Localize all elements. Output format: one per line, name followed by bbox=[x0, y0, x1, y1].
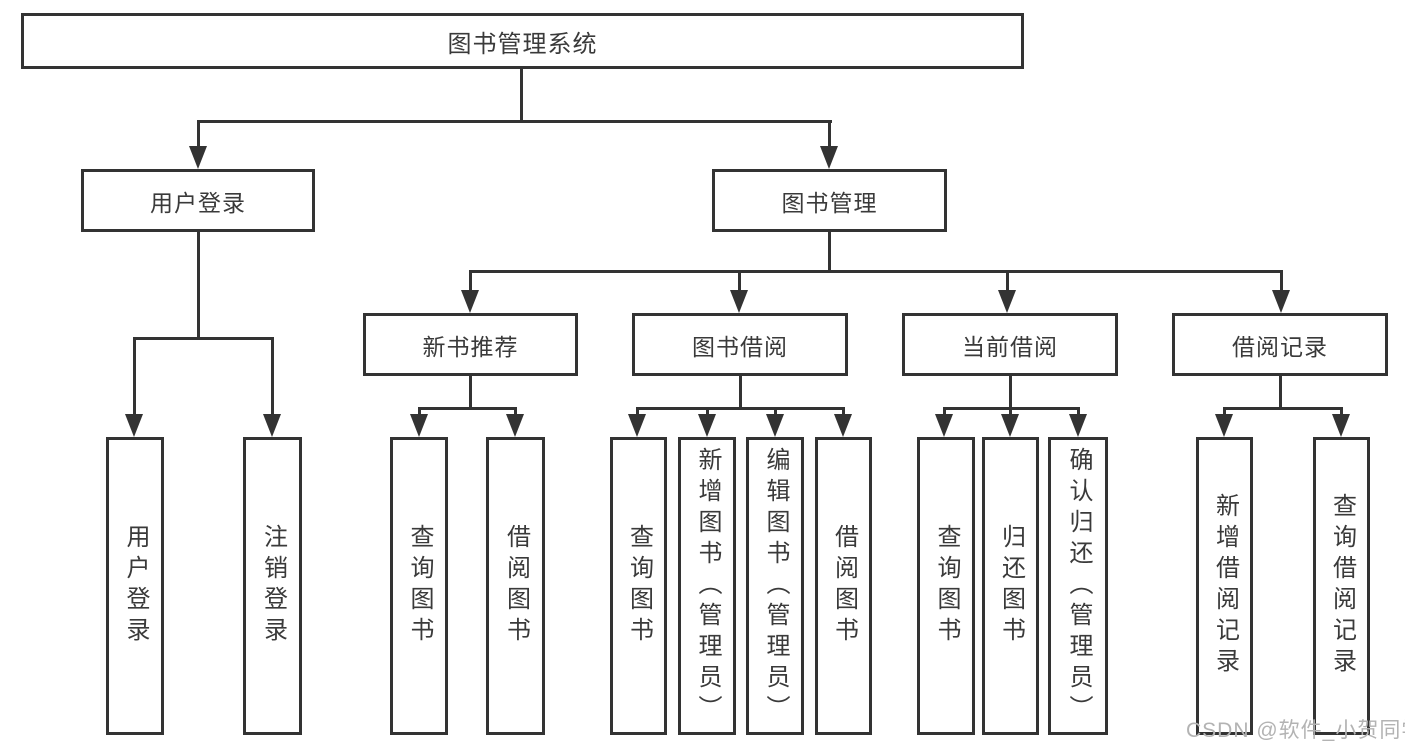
arrow-to-bb-edit-books bbox=[766, 409, 784, 437]
node-book-management-label: 图书管理 bbox=[781, 189, 878, 216]
arrow-to-br-query-record bbox=[1332, 409, 1350, 437]
connector-cb-stem bbox=[1009, 376, 1012, 410]
node-logout-action: 注销登录 bbox=[243, 437, 302, 735]
node-bb-query-books-label: 查询图书 bbox=[625, 524, 653, 648]
connector-nbr-stem bbox=[469, 376, 472, 410]
connector-book-mgmt-rail bbox=[469, 270, 1283, 273]
connector-user-login-rail bbox=[133, 337, 274, 340]
node-bb-borrow-books: 借阅图书 bbox=[815, 437, 872, 735]
node-borrowing-records: 借阅记录 bbox=[1172, 313, 1388, 376]
node-logout-action-label: 注销登录 bbox=[259, 524, 287, 648]
node-nbr-borrow-books-label: 借阅图书 bbox=[502, 524, 530, 648]
node-br-add-record-label: 新增借阅记录 bbox=[1211, 493, 1239, 679]
node-nbr-query-books-label: 查询图书 bbox=[406, 524, 433, 648]
node-book-borrowing-label: 图书借阅 bbox=[692, 333, 788, 360]
node-bb-add-books: 新增图书（管理员） bbox=[678, 437, 736, 735]
node-bb-add-books-label: 新增图书（管理员） bbox=[694, 446, 721, 726]
arrow-to-book-borrowing bbox=[730, 272, 748, 313]
node-book-borrowing: 图书借阅 bbox=[632, 313, 848, 376]
arrow-to-borrowing-records bbox=[1272, 272, 1290, 313]
arrow-to-bb-borrow-books bbox=[834, 409, 852, 437]
arrow-to-cb-return-books bbox=[1001, 409, 1019, 437]
connector-root-rail bbox=[197, 120, 832, 123]
connector-book-mgmt-stem bbox=[828, 232, 831, 272]
node-cb-return-books-label: 归还图书 bbox=[997, 524, 1025, 648]
arrow-to-new-book-recommend bbox=[461, 272, 479, 313]
node-bb-query-books: 查询图书 bbox=[610, 437, 667, 735]
connector-nbr-rail bbox=[418, 407, 517, 410]
node-user-login-label: 用户登录 bbox=[150, 189, 246, 216]
node-current-borrowing: 当前借阅 bbox=[902, 313, 1118, 376]
node-cb-confirm-return-label: 确认归还（管理员） bbox=[1065, 446, 1092, 726]
connector-bb-stem bbox=[739, 376, 742, 410]
node-cb-confirm-return: 确认归还（管理员） bbox=[1048, 437, 1108, 735]
node-br-add-record: 新增借阅记录 bbox=[1196, 437, 1253, 735]
connector-root-stem bbox=[520, 69, 523, 122]
node-br-query-record: 查询借阅记录 bbox=[1313, 437, 1370, 735]
arrow-to-bb-query-books bbox=[628, 409, 646, 437]
node-library-management-system-label: 图书管理系统 bbox=[447, 30, 598, 58]
connector-bb-rail bbox=[636, 407, 845, 410]
arrow-to-nbr-query-books bbox=[410, 409, 428, 437]
node-current-borrowing-label: 当前借阅 bbox=[962, 333, 1058, 360]
node-br-query-record-label: 查询借阅记录 bbox=[1328, 493, 1356, 679]
connector-br-stem bbox=[1279, 376, 1282, 410]
arrow-to-br-add-record bbox=[1215, 409, 1233, 437]
node-new-book-recommend-label: 新书推荐 bbox=[422, 333, 519, 360]
arrow-to-user-login-action bbox=[125, 339, 143, 437]
node-user-login-action-label: 用户登录 bbox=[122, 524, 149, 648]
node-user-login: 用户登录 bbox=[81, 169, 315, 232]
node-bb-edit-books-label: 编辑图书（管理员） bbox=[762, 446, 789, 726]
arrow-to-current-borrowing bbox=[998, 272, 1016, 313]
node-bb-edit-books: 编辑图书（管理员） bbox=[746, 437, 804, 735]
arrow-to-cb-confirm-return bbox=[1069, 409, 1087, 437]
node-nbr-borrow-books: 借阅图书 bbox=[486, 437, 545, 735]
arrow-to-cb-query-books bbox=[935, 409, 953, 437]
node-cb-query-books: 查询图书 bbox=[917, 437, 975, 735]
arrow-to-nbr-borrow-books bbox=[506, 409, 524, 437]
node-cb-query-books-label: 查询图书 bbox=[933, 524, 960, 648]
connector-cb-rail bbox=[943, 407, 1080, 410]
connector-br-rail bbox=[1223, 407, 1343, 410]
node-book-management: 图书管理 bbox=[712, 169, 947, 232]
node-new-book-recommend: 新书推荐 bbox=[363, 313, 578, 376]
node-borrowing-records-label: 借阅记录 bbox=[1232, 333, 1328, 360]
node-nbr-query-books: 查询图书 bbox=[390, 437, 448, 735]
node-bb-borrow-books-label: 借阅图书 bbox=[830, 524, 858, 648]
node-user-login-action: 用户登录 bbox=[106, 437, 164, 735]
node-cb-return-books: 归还图书 bbox=[982, 437, 1039, 735]
connector-user-login-stem bbox=[197, 232, 200, 339]
node-library-management-system: 图书管理系统 bbox=[21, 13, 1024, 69]
arrow-to-bb-add-books bbox=[698, 409, 716, 437]
arrow-to-book-management bbox=[820, 122, 838, 169]
arrow-to-logout-action bbox=[263, 339, 281, 437]
arrow-to-user-login bbox=[189, 122, 207, 169]
